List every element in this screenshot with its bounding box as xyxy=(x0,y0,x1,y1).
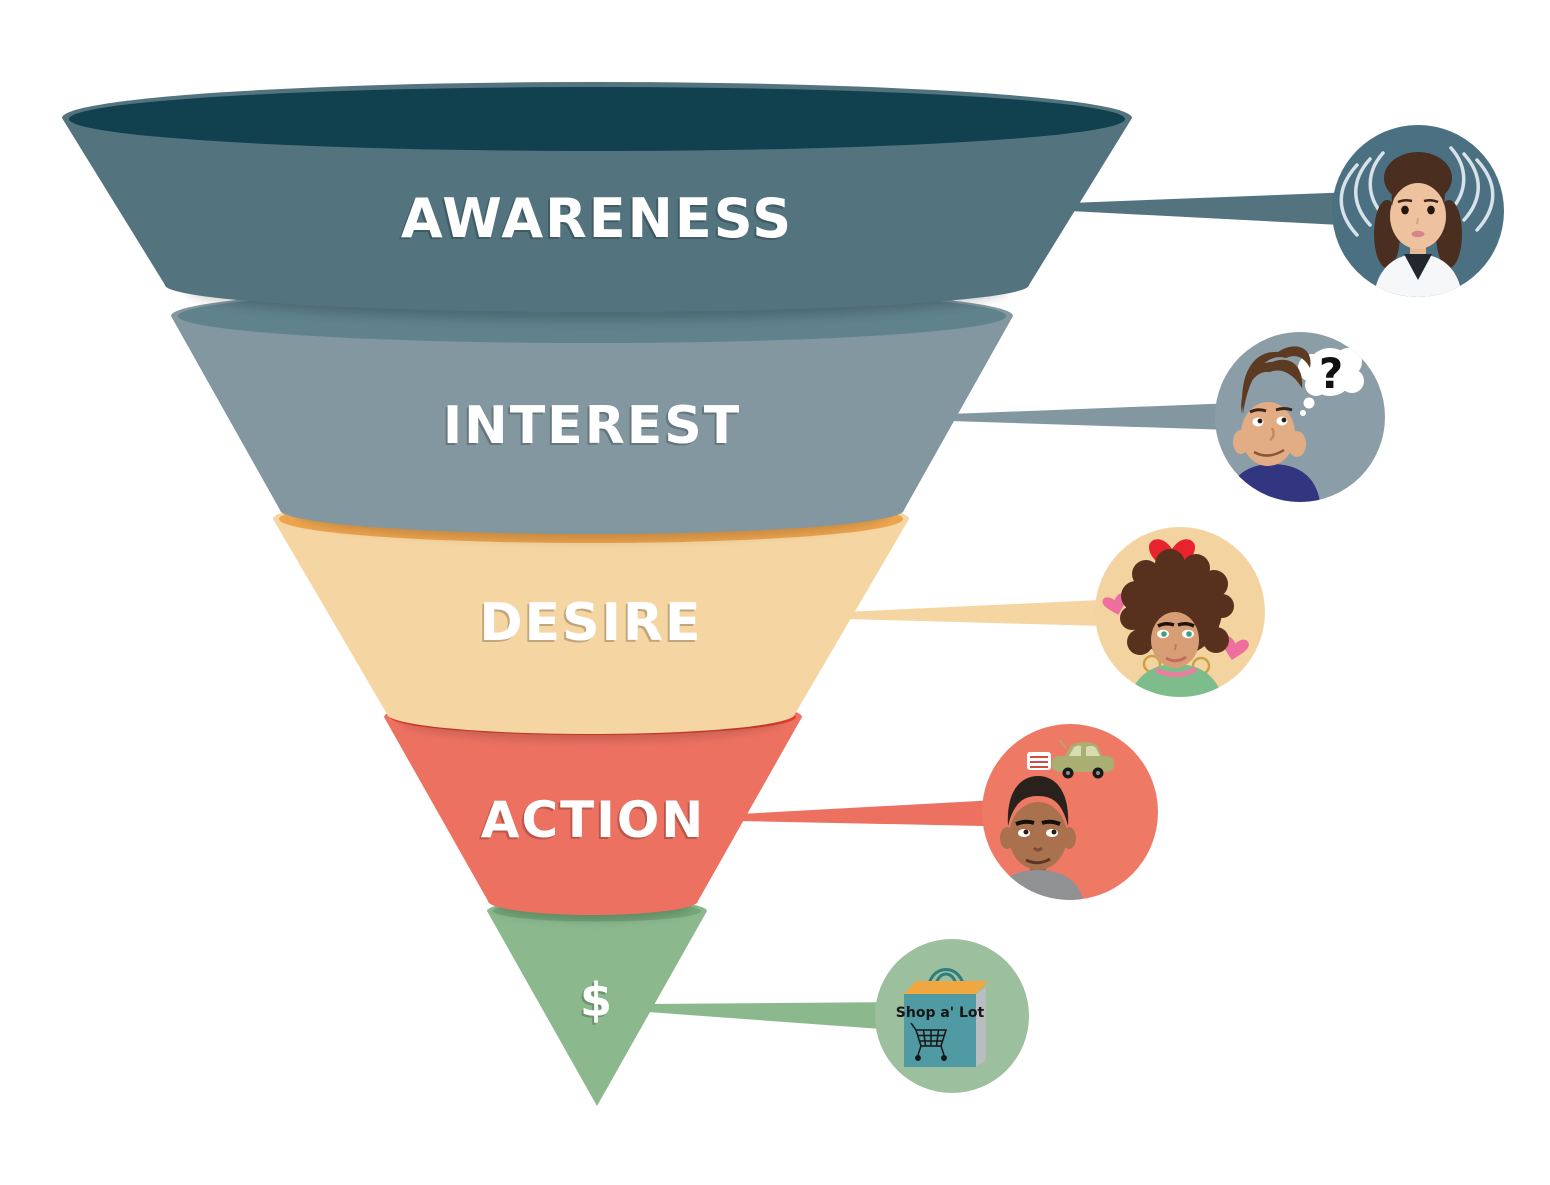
stage-label-action: ACTION xyxy=(481,791,705,849)
stage-label-desire: DESIRE xyxy=(479,593,702,653)
stage-label-awareness: AWARENESS xyxy=(401,187,793,250)
eye xyxy=(1161,631,1167,637)
eye xyxy=(1051,829,1057,835)
money-icon xyxy=(1027,752,1051,770)
pink-collar xyxy=(1154,666,1198,678)
stage-lip xyxy=(69,87,1125,151)
man-question-thought-icon: ? xyxy=(1226,346,1364,502)
stage-badge-desire xyxy=(1095,527,1265,697)
funnel: $ ACTION DESIRE INTEREST AWA xyxy=(62,82,1132,1106)
eye xyxy=(1281,417,1287,423)
stage-badge-purchase: Shop a' Lot xyxy=(875,939,1029,1093)
thought-bubble-icon xyxy=(1298,348,1364,416)
stage-label-purchase: $ xyxy=(580,973,614,1027)
face xyxy=(1151,612,1199,668)
cart-icon xyxy=(910,1022,948,1061)
funnel-stage-awareness: AWARENESS xyxy=(62,82,1132,320)
connector-desire xyxy=(845,598,1142,627)
mouth xyxy=(1411,230,1425,238)
hair xyxy=(1007,776,1069,826)
car-icon xyxy=(1052,739,1114,779)
man-with-money-and-car-icon xyxy=(992,739,1114,900)
hair-front xyxy=(1240,359,1303,414)
smile xyxy=(1253,448,1285,457)
eye xyxy=(1427,205,1435,215)
eye xyxy=(1401,205,1409,215)
collar xyxy=(1404,254,1432,280)
connector-interest xyxy=(950,402,1262,431)
nose xyxy=(1032,846,1044,852)
connector-awareness xyxy=(1070,191,1380,227)
woman-hearing-sound-waves-icon xyxy=(1339,146,1495,297)
smile xyxy=(1025,857,1051,865)
woman-avatar xyxy=(1374,152,1462,297)
stage-label-interest: INTEREST xyxy=(443,396,741,456)
stage-body xyxy=(487,898,707,1106)
connector-purchase xyxy=(648,1002,908,1031)
funnel-stage-interest: INTEREST xyxy=(171,286,1013,540)
bag-text: Shop a' Lot xyxy=(896,1005,985,1021)
smile xyxy=(1165,655,1187,663)
green-top xyxy=(1130,664,1222,697)
bag-side xyxy=(976,987,986,1067)
stage-body xyxy=(273,492,909,734)
man-avatar xyxy=(1226,346,1320,502)
funnel-stage-purchase: $ xyxy=(487,898,707,1106)
stage-badge-interest: ? xyxy=(1215,332,1385,502)
connectors xyxy=(648,191,1380,1031)
stage-badge-awareness xyxy=(1332,125,1504,297)
eye xyxy=(1186,631,1192,637)
nose xyxy=(1269,427,1275,442)
connector-action xyxy=(740,798,1032,827)
hair-back xyxy=(1242,346,1311,414)
woman-with-hearts-icon xyxy=(1101,539,1250,697)
eye xyxy=(1023,829,1029,835)
eye xyxy=(1257,418,1263,424)
face xyxy=(1390,183,1446,249)
stage-badge-action xyxy=(982,724,1158,900)
stage-body xyxy=(384,696,802,915)
stage-body xyxy=(171,286,1013,534)
bag-top xyxy=(904,981,988,994)
face xyxy=(1009,802,1067,870)
man-avatar xyxy=(992,776,1084,900)
bangs xyxy=(1391,160,1445,206)
woman-avatar xyxy=(1120,549,1234,697)
question-mark: ? xyxy=(1319,349,1343,398)
shopping-bag-icon: Shop a' Lot xyxy=(896,968,988,1067)
